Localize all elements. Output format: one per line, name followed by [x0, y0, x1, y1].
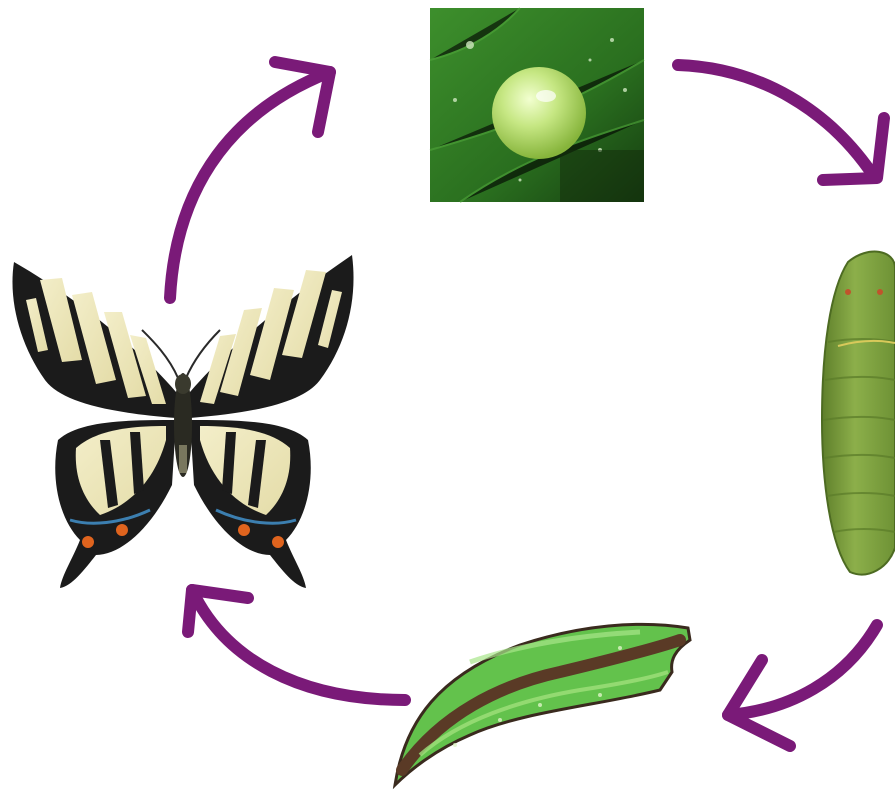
arrow-butterfly-to-egg: [170, 62, 330, 298]
egg-stage: [430, 8, 644, 202]
arrow-caterpillar-to-chrysalis: [728, 625, 877, 746]
caterpillar-stage: [822, 252, 895, 575]
butterfly-stage: [12, 255, 353, 588]
chrysalis-stage: [395, 624, 690, 785]
arrow-egg-to-caterpillar: [678, 65, 884, 180]
egg: [492, 67, 586, 159]
arrow-chrysalis-to-butterfly: [188, 590, 405, 700]
caterpillar: [822, 252, 895, 575]
